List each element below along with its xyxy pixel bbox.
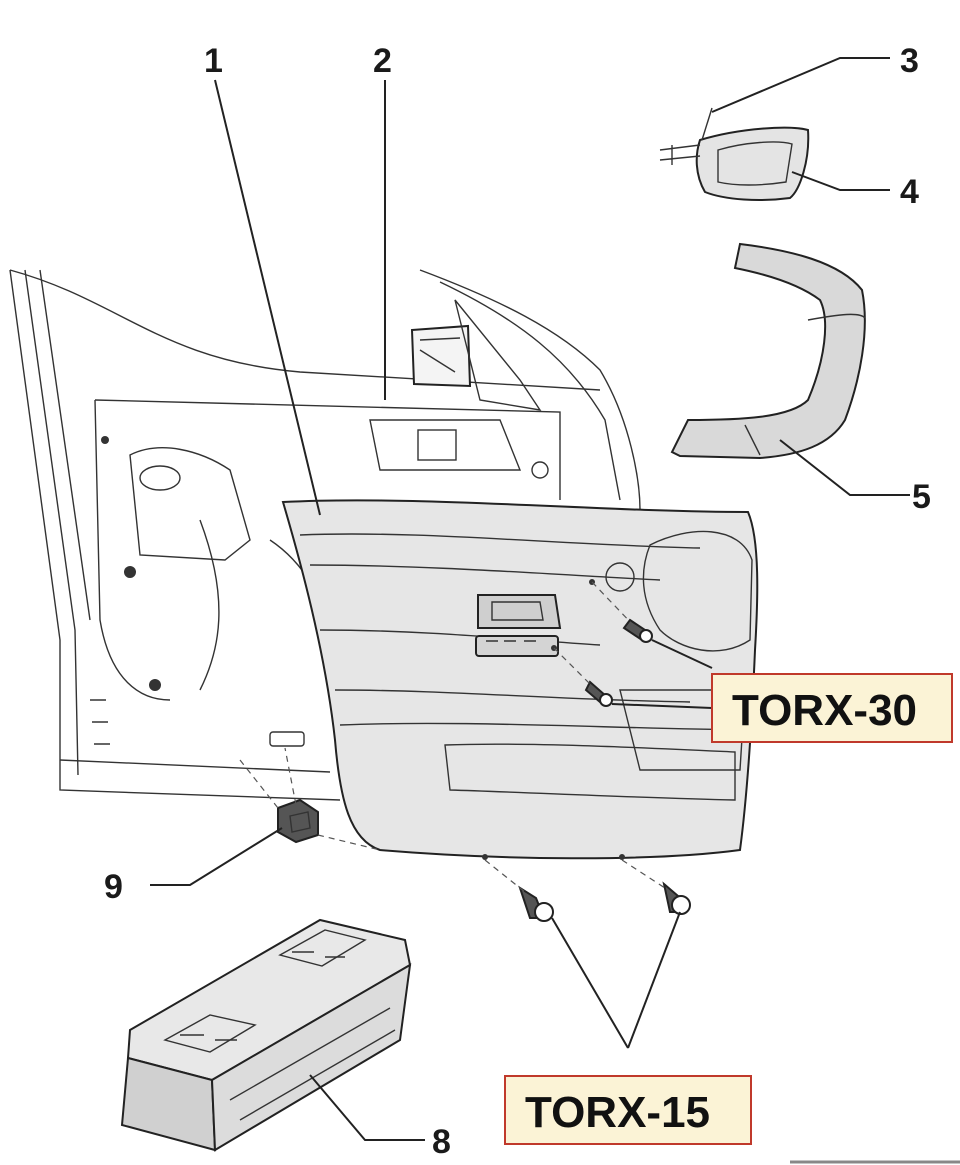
screw-torx15-right bbox=[662, 881, 691, 915]
callout-2: 2 bbox=[373, 42, 392, 80]
retaining-clip bbox=[277, 798, 319, 844]
tag-torx-15-box bbox=[504, 1075, 752, 1145]
screw-torx30-upper bbox=[622, 618, 653, 643]
door-trim-panel bbox=[281, 499, 759, 860]
callout-1: 1 bbox=[204, 42, 223, 80]
screw-torx30-lower bbox=[584, 680, 613, 707]
armrest-trim bbox=[670, 242, 866, 460]
door-frame bbox=[9, 269, 641, 801]
inner-handle-bezel bbox=[659, 107, 810, 201]
callout-9: 9 bbox=[104, 868, 123, 906]
tag-torx-30-box bbox=[711, 673, 953, 743]
callout-4: 4 bbox=[900, 173, 919, 211]
leader-lines bbox=[150, 57, 910, 1141]
screw-torx15-left bbox=[518, 885, 554, 922]
alignment-lines bbox=[239, 581, 669, 893]
callout-5: 5 bbox=[912, 478, 931, 516]
tag-torx-30-label: TORX-30 bbox=[732, 686, 917, 735]
window-switch-module bbox=[120, 918, 412, 1152]
tag-torx-30: TORX-30 bbox=[711, 673, 953, 743]
callout-numbers: 1 2 3 4 5 9 8 bbox=[104, 42, 931, 1161]
tag-torx-15: TORX-15 bbox=[504, 1075, 752, 1145]
callout-3: 3 bbox=[900, 42, 919, 80]
callout-8: 8 bbox=[432, 1123, 451, 1161]
tag-torx-15-label: TORX-15 bbox=[525, 1088, 710, 1137]
